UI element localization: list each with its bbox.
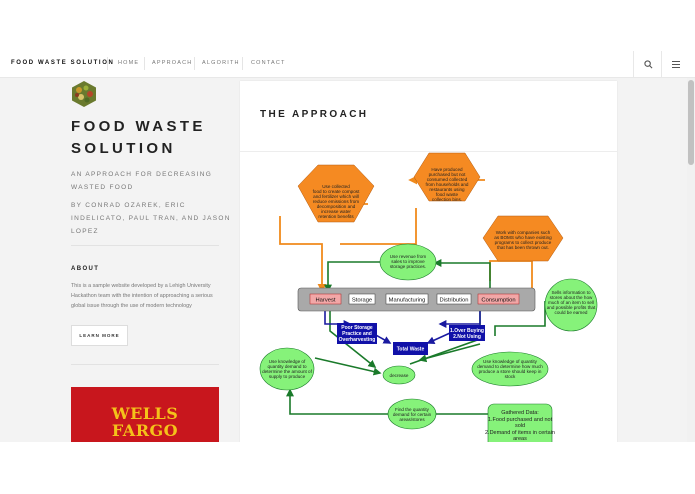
knowledge-stock-oval bbox=[471, 351, 549, 387]
decrease-oval bbox=[382, 365, 416, 385]
approach-flow-diagram: Harvest Storage Manufacturing Distributi… bbox=[259, 152, 598, 442]
storage-box bbox=[348, 293, 376, 305]
connector bbox=[329, 309, 377, 368]
site-authors: BY CONRAD OZAREK, ERIC INDELICATO, PAUL … bbox=[71, 202, 231, 235]
find-demand-oval bbox=[387, 398, 437, 430]
nav-separator bbox=[194, 57, 195, 70]
sidebar-divider bbox=[71, 364, 219, 365]
compost-hexagon bbox=[297, 164, 375, 223]
connector bbox=[286, 388, 415, 415]
connector bbox=[314, 357, 382, 376]
consumption-box bbox=[477, 293, 520, 305]
nav-separator bbox=[242, 57, 243, 70]
search-icon bbox=[643, 59, 652, 68]
approach-card: THE APPROACH bbox=[240, 81, 617, 442]
distribution-label: Distribution bbox=[440, 298, 469, 304]
distribution-box bbox=[436, 293, 472, 305]
site-brand[interactable]: FOOD WASTE SOLUTION bbox=[11, 60, 115, 66]
scrollbar[interactable] bbox=[687, 78, 695, 442]
search-button[interactable] bbox=[633, 51, 662, 77]
page-body: FOOD WASTE SOLUTION AN APPROACH FOR DECR… bbox=[0, 78, 695, 442]
connector bbox=[489, 260, 532, 281]
nav-separator bbox=[107, 57, 108, 70]
harvest-label: Harvest bbox=[316, 298, 336, 304]
knowledge-supply-oval bbox=[259, 347, 315, 391]
consumption-label: Consumption bbox=[481, 298, 515, 304]
connector bbox=[426, 332, 451, 344]
poor-storage-box bbox=[337, 323, 377, 344]
harvest-box bbox=[309, 293, 342, 305]
learn-more-button[interactable]: LEARN MORE bbox=[71, 325, 128, 346]
connector bbox=[438, 307, 481, 328]
overbuying-box bbox=[449, 325, 485, 341]
site-title: FOOD WASTE SOLUTION bbox=[71, 118, 206, 157]
menu-button[interactable] bbox=[661, 51, 690, 77]
manufacturing-box bbox=[385, 293, 429, 305]
sidebar-divider bbox=[71, 245, 219, 246]
connector bbox=[433, 259, 491, 291]
connector bbox=[279, 216, 327, 293]
svg-text:1.Food purchased and not: 1.Food purchased and not bbox=[488, 417, 553, 423]
gathered-data-text: Gathered Data: 1.Food purchased and not … bbox=[485, 410, 555, 442]
svg-text:sold: sold bbox=[515, 423, 525, 429]
nav-link-algorith[interactable]: ALGORITH bbox=[202, 60, 240, 66]
menu-icon bbox=[672, 60, 680, 68]
connector bbox=[494, 301, 546, 336]
site-logo-image bbox=[71, 81, 97, 107]
manufacturing-label: Manufacturing bbox=[389, 298, 426, 304]
wells-fargo-ad[interactable]: WELLS FARGO bbox=[71, 387, 219, 442]
gathered-data-box bbox=[487, 403, 553, 442]
site-subtitle: AN APPROACH FOR DECREASING WASTED FOOD bbox=[71, 171, 213, 191]
sells-info-oval bbox=[544, 278, 598, 332]
revenue-oval bbox=[379, 243, 437, 281]
scrollbar-thumb[interactable] bbox=[688, 80, 694, 165]
connector bbox=[340, 208, 417, 245]
svg-text:2.Demand of items in certain: 2.Demand of items in certain bbox=[485, 430, 555, 436]
ad-logo-text: WELLS FARGO bbox=[111, 404, 179, 440]
card-divider bbox=[240, 151, 617, 152]
nav-link-home[interactable]: HOME bbox=[118, 60, 140, 66]
total-waste-box bbox=[393, 342, 428, 355]
nav-link-approach[interactable]: APPROACH bbox=[152, 60, 193, 66]
nav-link-contact[interactable]: CONTACT bbox=[251, 60, 286, 66]
about-heading: ABOUT bbox=[71, 266, 100, 272]
approach-heading: THE APPROACH bbox=[260, 109, 369, 120]
top-nav-bar: FOOD WASTE SOLUTION HOME APPROACH ALGORI… bbox=[0, 51, 695, 78]
about-text: This is a sample website developed by a … bbox=[71, 283, 213, 309]
companies-hexagon bbox=[482, 215, 564, 262]
svg-text:Gathered Data:: Gathered Data: bbox=[501, 410, 539, 416]
svg-text:areas: areas bbox=[513, 436, 527, 442]
connector bbox=[324, 261, 385, 293]
total-waste-label: Total Waste bbox=[397, 347, 425, 353]
decrease-oval-text: decrease bbox=[390, 373, 409, 378]
collection-hexagon bbox=[413, 152, 481, 202]
storage-label: Storage bbox=[352, 298, 372, 304]
nav-separator bbox=[144, 57, 145, 70]
